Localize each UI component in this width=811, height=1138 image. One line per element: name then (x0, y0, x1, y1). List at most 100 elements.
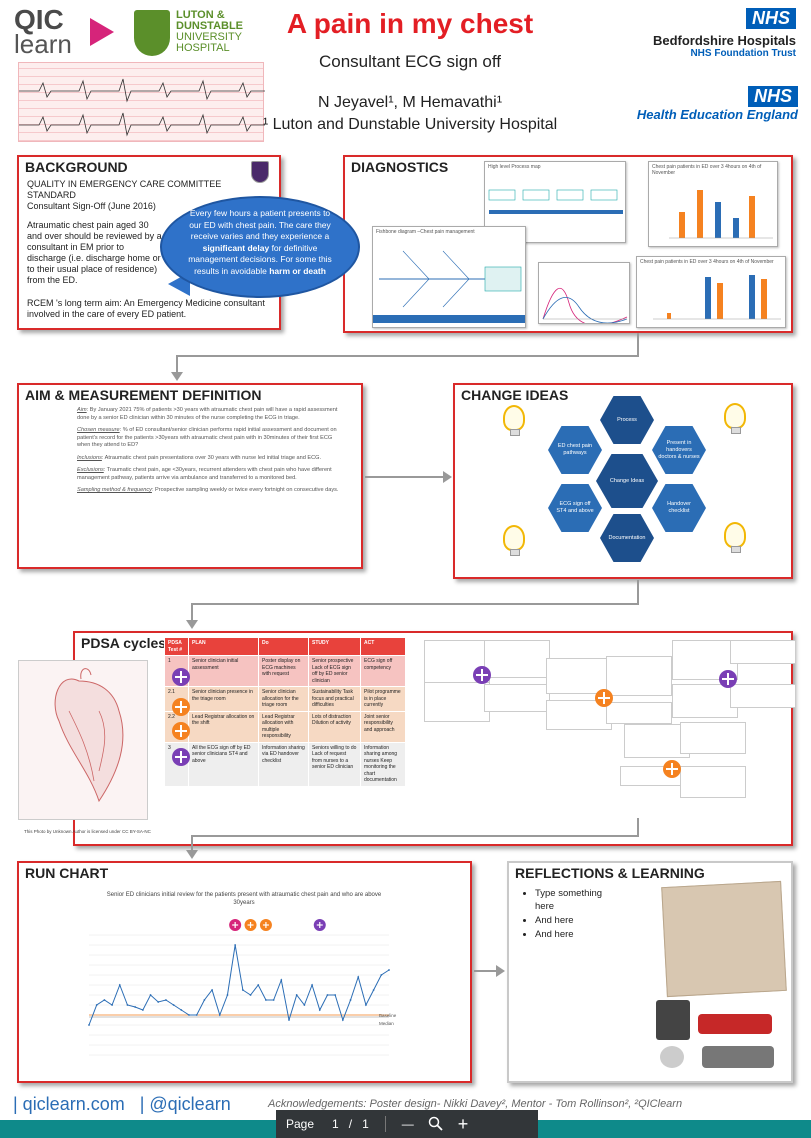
list-item[interactable]: And here (535, 928, 791, 941)
table-row: 1 Senior clinician initial assessment Po… (164, 655, 406, 687)
curve-chart-figure (542, 287, 628, 323)
pdsa-cell: Senior prospective Lack of ECG sign off … (308, 655, 361, 687)
qic-logo-top: QIC (14, 4, 64, 35)
pdsa-note (672, 684, 738, 718)
qic-logo-bottom: learn (14, 29, 72, 59)
connector-4b (191, 835, 639, 837)
data-point (241, 989, 244, 991)
data-point (365, 1004, 367, 1006)
zoom-in-button[interactable]: + (457, 1113, 469, 1134)
lnd-line-2: DUNSTABLE (176, 20, 244, 32)
arrow-right-icon-2 (496, 965, 505, 977)
heart-illustration (18, 660, 148, 820)
authors-block: N Jeyavel¹, M Hemavathi¹ ¹ Luton and Dun… (230, 92, 590, 136)
lnd-line-4: HOSPITAL (176, 42, 230, 54)
pdsa-cell: Senior clinician initial assessment (188, 655, 259, 687)
reflection-photo-1 (656, 1000, 690, 1040)
run-chart-plot (88, 919, 390, 1056)
data-point (203, 999, 206, 1001)
data-point (103, 999, 106, 1001)
list-item[interactable]: And here (535, 914, 791, 927)
connector-1c (176, 355, 178, 373)
legend-baseline: Baseline (379, 1013, 397, 1018)
hex-pathways: ED chest pain pathways (548, 426, 602, 474)
data-point (149, 994, 152, 996)
pdsa-cell: Lots of distraction Dilution of activity (308, 710, 361, 743)
lightbulb-icon-4 (724, 522, 746, 553)
footer-links[interactable]: | qiclearn.com | @qiclearn (13, 1094, 231, 1114)
nhs-bedfordshire-logo: NHS Bedfordshire Hospitals NHS Foundatio… (636, 8, 796, 59)
data-point (372, 989, 375, 991)
nhs-badge-2: NHS (747, 86, 798, 107)
page-total: 1 (362, 1117, 369, 1131)
pdsa-note (606, 656, 672, 696)
pdsa-marker-icon-7 (663, 760, 681, 778)
pdsa-col-study: STUDY (308, 637, 361, 656)
pdsa-cell: Information sharing via ED handover chec… (258, 741, 309, 787)
pdsa-col-plan: PLAN (188, 637, 259, 656)
page-separator: / (348, 1117, 353, 1131)
pdsa-col-do: Do (258, 637, 309, 656)
connector-1a (637, 333, 639, 355)
data-point (180, 1009, 183, 1011)
pdsa-marker-icon-4 (172, 748, 190, 766)
nhs-org-name: Bedfordshire Hospitals (652, 33, 796, 48)
data-point (295, 994, 298, 996)
pdsa-cell: Seniors willing to do Lack of request fr… (308, 741, 361, 787)
background-section: BACKGROUND QUALITY IN EMERGENCY CARE COM… (17, 155, 281, 330)
pdsa-col-test: PDSA Test # (164, 637, 189, 656)
arrow-down-icon-1 (171, 372, 183, 381)
data-point (272, 999, 275, 1001)
series-line (88, 944, 390, 1026)
data-point (357, 976, 360, 978)
hee-org-name: Health Education England (636, 107, 798, 122)
aim-section: AIM & MEASUREMENT DEFINITION Aim: By Jan… (17, 383, 363, 569)
data-point (280, 979, 283, 981)
data-point (380, 974, 383, 976)
background-para-1: Atraumatic chest pain aged 30 and over s… (27, 220, 162, 285)
run-chart-section: RUN CHART Senior ED clinicians initial r… (17, 861, 472, 1083)
pdsa-heading: PDSA cycles (81, 635, 167, 651)
list-item[interactable]: Type something here (535, 887, 615, 913)
connector-2 (365, 476, 445, 478)
aim-label: Aim (77, 407, 87, 413)
nhs-hee-logo: NHS Health Education England (630, 86, 798, 122)
inclusions-text: : Atraumatic chest pain presentations ov… (101, 454, 322, 461)
zoom-icon[interactable] (428, 1116, 444, 1132)
reflection-red-note (698, 1014, 772, 1034)
page-label: Page (286, 1117, 315, 1131)
pdsa-marker-icon-6 (595, 689, 613, 707)
pdsa-note (680, 722, 746, 754)
page-number-input[interactable]: 1 (332, 1117, 339, 1131)
background-para-2: RCEM 's long term aim: An Emergency Medi… (27, 298, 265, 319)
data-point (303, 1004, 306, 1006)
rcem-shield-icon (251, 161, 269, 183)
data-point (165, 999, 167, 1001)
pdf-viewer-toolbar: Page 1 / 1 — + (276, 1110, 538, 1138)
change-ideas-heading: CHANGE IDEAS (461, 387, 569, 403)
heart-figure (54, 668, 124, 803)
pdsa-cell: Senior clinician presence in the triage … (188, 686, 259, 712)
poster-title: A pain in my chest (286, 8, 534, 39)
acknowledgements: Acknowledgements: Poster design- Nikki D… (268, 1098, 683, 1110)
arrow-right-icon-1 (443, 471, 452, 483)
standard-line-2: Consultant Sign-Off (June 2016) (27, 201, 156, 211)
data-point (126, 1004, 129, 1006)
process-map-figure (488, 189, 623, 214)
fishbone-title: Fishbone diagram –Chest pain management (376, 229, 475, 235)
legend-median: Median (379, 1021, 394, 1026)
pdsa-note (606, 702, 672, 724)
process-map-title: High level Process map (488, 164, 541, 170)
photo-credit: This Photo by Unknown Author is licensed… (24, 829, 151, 834)
aim-para-5: Sampling method & frequency: Prospective… (77, 487, 343, 495)
sampling-label: Sampling method & frequency (77, 487, 152, 493)
zoom-out-button[interactable]: — (401, 1117, 414, 1131)
aim-para-4: Exclusions: Traumatic chest pain, age <3… (77, 467, 343, 482)
pdsa-marker-icon-5 (473, 666, 491, 684)
data-point (326, 994, 329, 996)
connector-3c (191, 603, 193, 621)
data-point (349, 999, 352, 1001)
pdsa-cell: Information sharing among nurses Keep mo… (360, 741, 406, 787)
pdsa-note (484, 640, 550, 678)
pdsa-cell: ECG sign off competency (360, 655, 406, 687)
